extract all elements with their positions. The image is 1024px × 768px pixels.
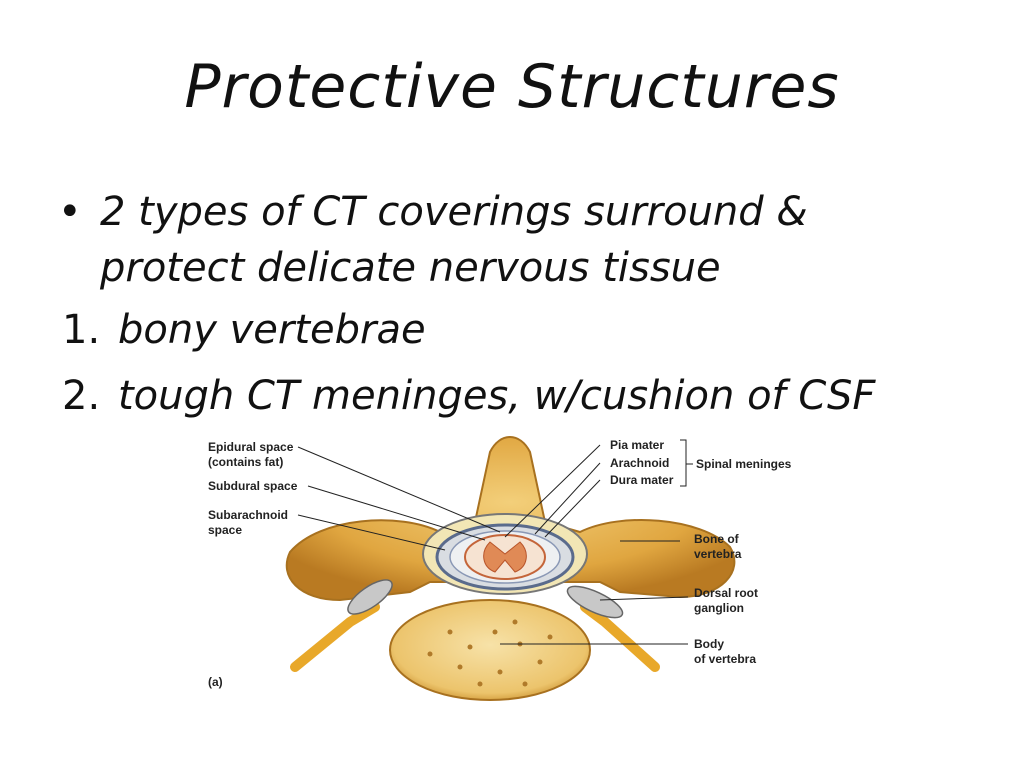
list-text: bony vertebrae [118,307,426,353]
list-text: tough CT meninges, w/cushion of CSF [118,373,876,419]
label-subdural-space: Subdural space [208,479,298,493]
vertebra-diagram: Epidural space (contains fat) Subdural s… [200,422,820,702]
nerve-left [290,602,380,672]
label-spinal-meninges: Spinal meninges [696,457,792,471]
list-number: 1. [62,307,101,353]
vertebral-body [389,599,591,701]
bullet-marker: • [58,189,82,235]
list-number: 2. [62,373,101,419]
label-of-vertebra: of vertebra [694,652,756,666]
panel-label: (a) [208,675,223,689]
list-item-2: 2. tough CT meninges, w/cushion of CSF [62,368,962,424]
label-dura-mater: Dura mater [610,473,674,487]
bullet-item: • 2 types of CT coverings surround & pro… [58,184,958,296]
label-arachnoid: Arachnoid [610,456,669,470]
leader-lines [297,439,693,645]
body-pores [427,619,553,687]
dorsal-root-ganglion-right [566,585,624,619]
label-body: Body [694,637,724,651]
label-vertebra: vertebra [694,547,742,561]
list-item-1: 1. bony vertebrae [62,302,426,358]
gray-matter [483,541,527,573]
bullet-text: 2 types of CT coverings surround & prote… [100,189,808,291]
dorsal-root-ganglion-left [347,579,393,615]
label-contains-fat: (contains fat) [208,455,283,469]
label-epidural-space: Epidural space [208,440,294,454]
slide-title: Protective Structures [184,52,840,122]
label-ganglion: ganglion [694,601,744,615]
label-subarachnoid: Subarachnoid [208,508,288,522]
label-dorsal-root: Dorsal root [694,586,758,600]
label-subarachnoid-space: space [208,523,242,537]
label-bone-of: Bone of [694,532,740,546]
label-pia-mater: Pia mater [610,438,664,452]
